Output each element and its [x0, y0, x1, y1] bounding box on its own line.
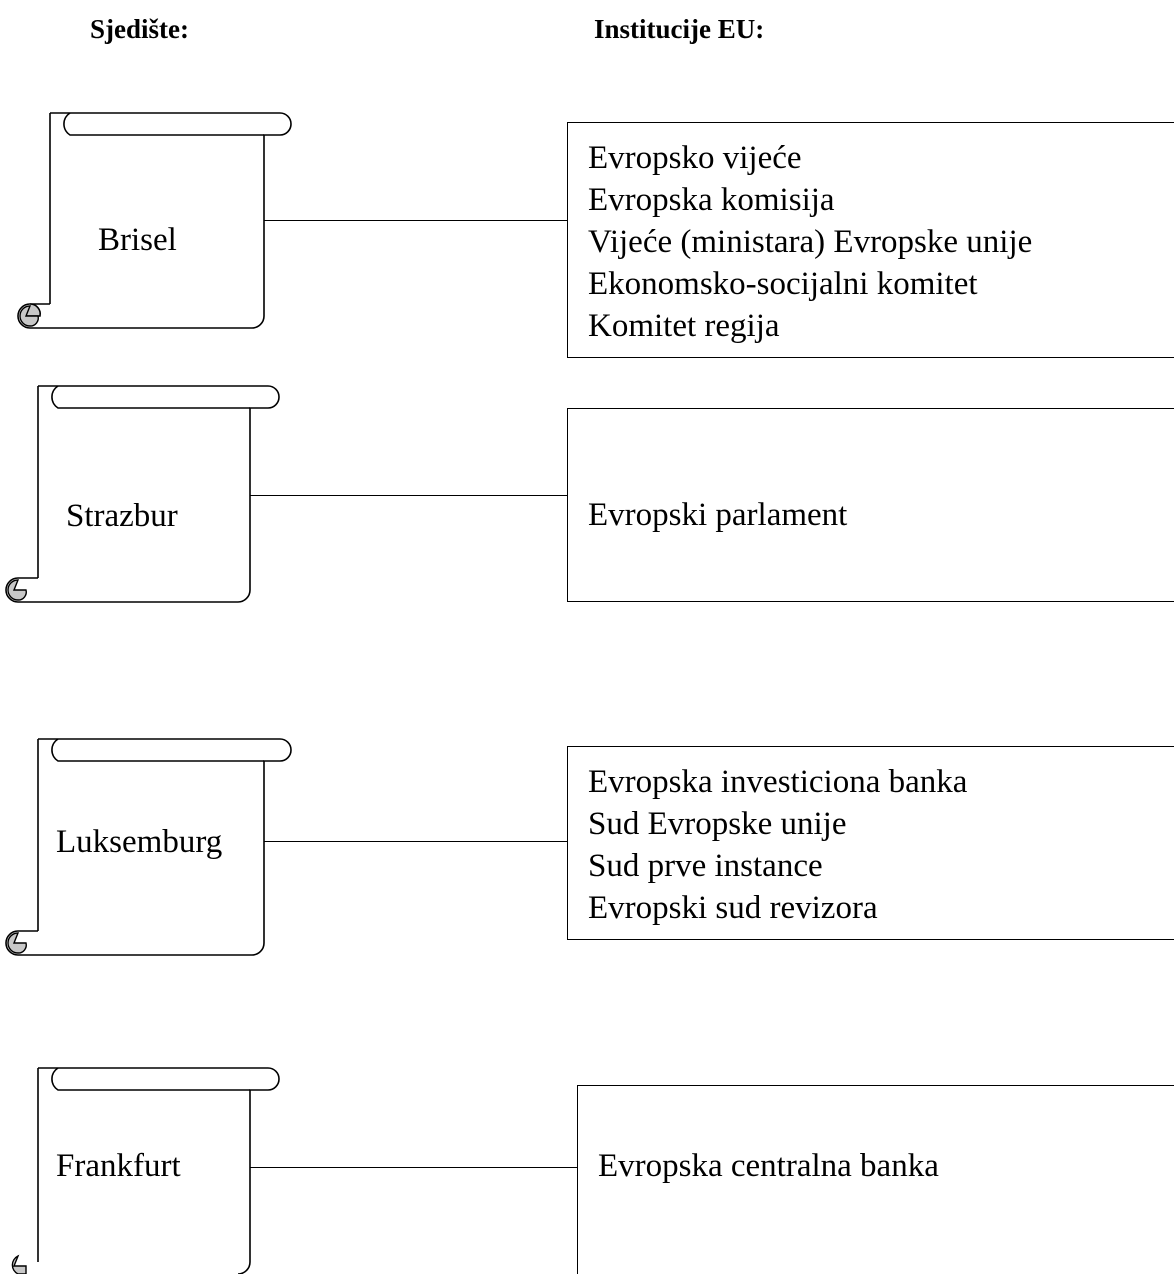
institution-item: Evropsko vijeće — [588, 140, 802, 176]
seat-heading: Sjedište: — [90, 14, 189, 44]
institutions-heading: Institucije EU: — [594, 14, 765, 44]
institutions-box-luksemburg: Evropska investiciona banka Sud Evropske… — [567, 746, 1174, 940]
city-label-brisel: Brisel — [98, 222, 177, 258]
institutions-box-strazbur: Evropski parlament — [567, 408, 1174, 602]
city-label-strazbur: Strazbur — [66, 498, 178, 534]
connector-luksemburg — [264, 841, 568, 842]
city-label-luksemburg: Luksemburg — [56, 824, 223, 860]
connector-brisel — [264, 220, 568, 221]
connector-frankfurt — [250, 1167, 577, 1168]
institution-item: Evropski parlament — [588, 497, 848, 533]
institution-item: Evropska centralna banka — [598, 1148, 939, 1184]
institutions-box-frankfurt: Evropska centralna banka — [577, 1085, 1174, 1274]
institution-item: Komitet regija — [588, 308, 780, 344]
institution-item: Vijeće (ministara) Evropske unije — [588, 224, 1033, 260]
connector-strazbur — [250, 495, 568, 496]
institution-item: Sud prve instance — [588, 848, 823, 884]
institution-item: Evropska komisija — [588, 182, 835, 218]
institution-item: Evropski sud revizora — [588, 890, 878, 926]
institution-item: Ekonomsko-socijalni komitet — [588, 266, 978, 302]
institution-item: Evropska investiciona banka — [588, 764, 968, 800]
institution-item: Sud Evropske unije — [588, 806, 847, 842]
institutions-box-brisel: Evropsko vijeće Evropska komisija Vijeće… — [567, 122, 1174, 358]
city-label-frankfurt: Frankfurt — [56, 1148, 181, 1184]
